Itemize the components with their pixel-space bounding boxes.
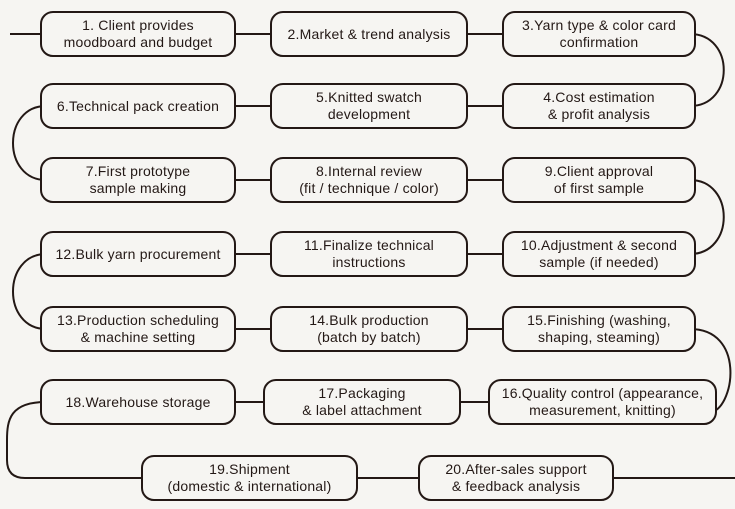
step-3-box: 3.Yarn type & color card confirmation bbox=[502, 11, 696, 57]
step-5-box: 5.Knitted swatch development bbox=[270, 83, 468, 129]
step-7-box: 7.First prototype sample making bbox=[40, 157, 236, 203]
step-13-box: 13.Production scheduling & machine setti… bbox=[40, 306, 236, 352]
step-11-box: 11.Finalize technical instructions bbox=[270, 231, 468, 277]
step-1-box: 1. Client provides moodboard and budget bbox=[40, 11, 236, 57]
step-17-box: 17.Packaging & label attachment bbox=[263, 379, 461, 425]
step-2-box: 2.Market & trend analysis bbox=[270, 11, 468, 57]
step-19-box: 19.Shipment (domestic & international) bbox=[141, 455, 358, 501]
step-12-box: 12.Bulk yarn procurement bbox=[40, 231, 236, 277]
step-20-box: 20.After-sales support & feedback analys… bbox=[418, 455, 614, 501]
step-14-box: 14.Bulk production (batch by batch) bbox=[270, 306, 468, 352]
step-10-box: 10.Adjustment & second sample (if needed… bbox=[502, 231, 696, 277]
connector-curve-left bbox=[6, 401, 141, 479]
step-6-box: 6.Technical pack creation bbox=[40, 83, 236, 129]
step-4-box: 4.Cost estimation & profit analysis bbox=[502, 83, 696, 129]
connector-curve-right bbox=[689, 179, 725, 255]
step-16-box: 16.Quality control (appearance, measurem… bbox=[488, 379, 717, 425]
connector-curve-left bbox=[12, 253, 47, 330]
connector-curve-right bbox=[689, 33, 725, 107]
connector-curve-right bbox=[689, 328, 732, 413]
step-8-box: 8.Internal review (fit / technique / col… bbox=[270, 157, 468, 203]
connector-curve-left bbox=[12, 105, 47, 181]
step-15-box: 15.Finishing (washing, shaping, steaming… bbox=[502, 306, 696, 352]
step-9-box: 9.Client approval of first sample bbox=[502, 157, 696, 203]
step-18-box: 18.Warehouse storage bbox=[40, 379, 236, 425]
